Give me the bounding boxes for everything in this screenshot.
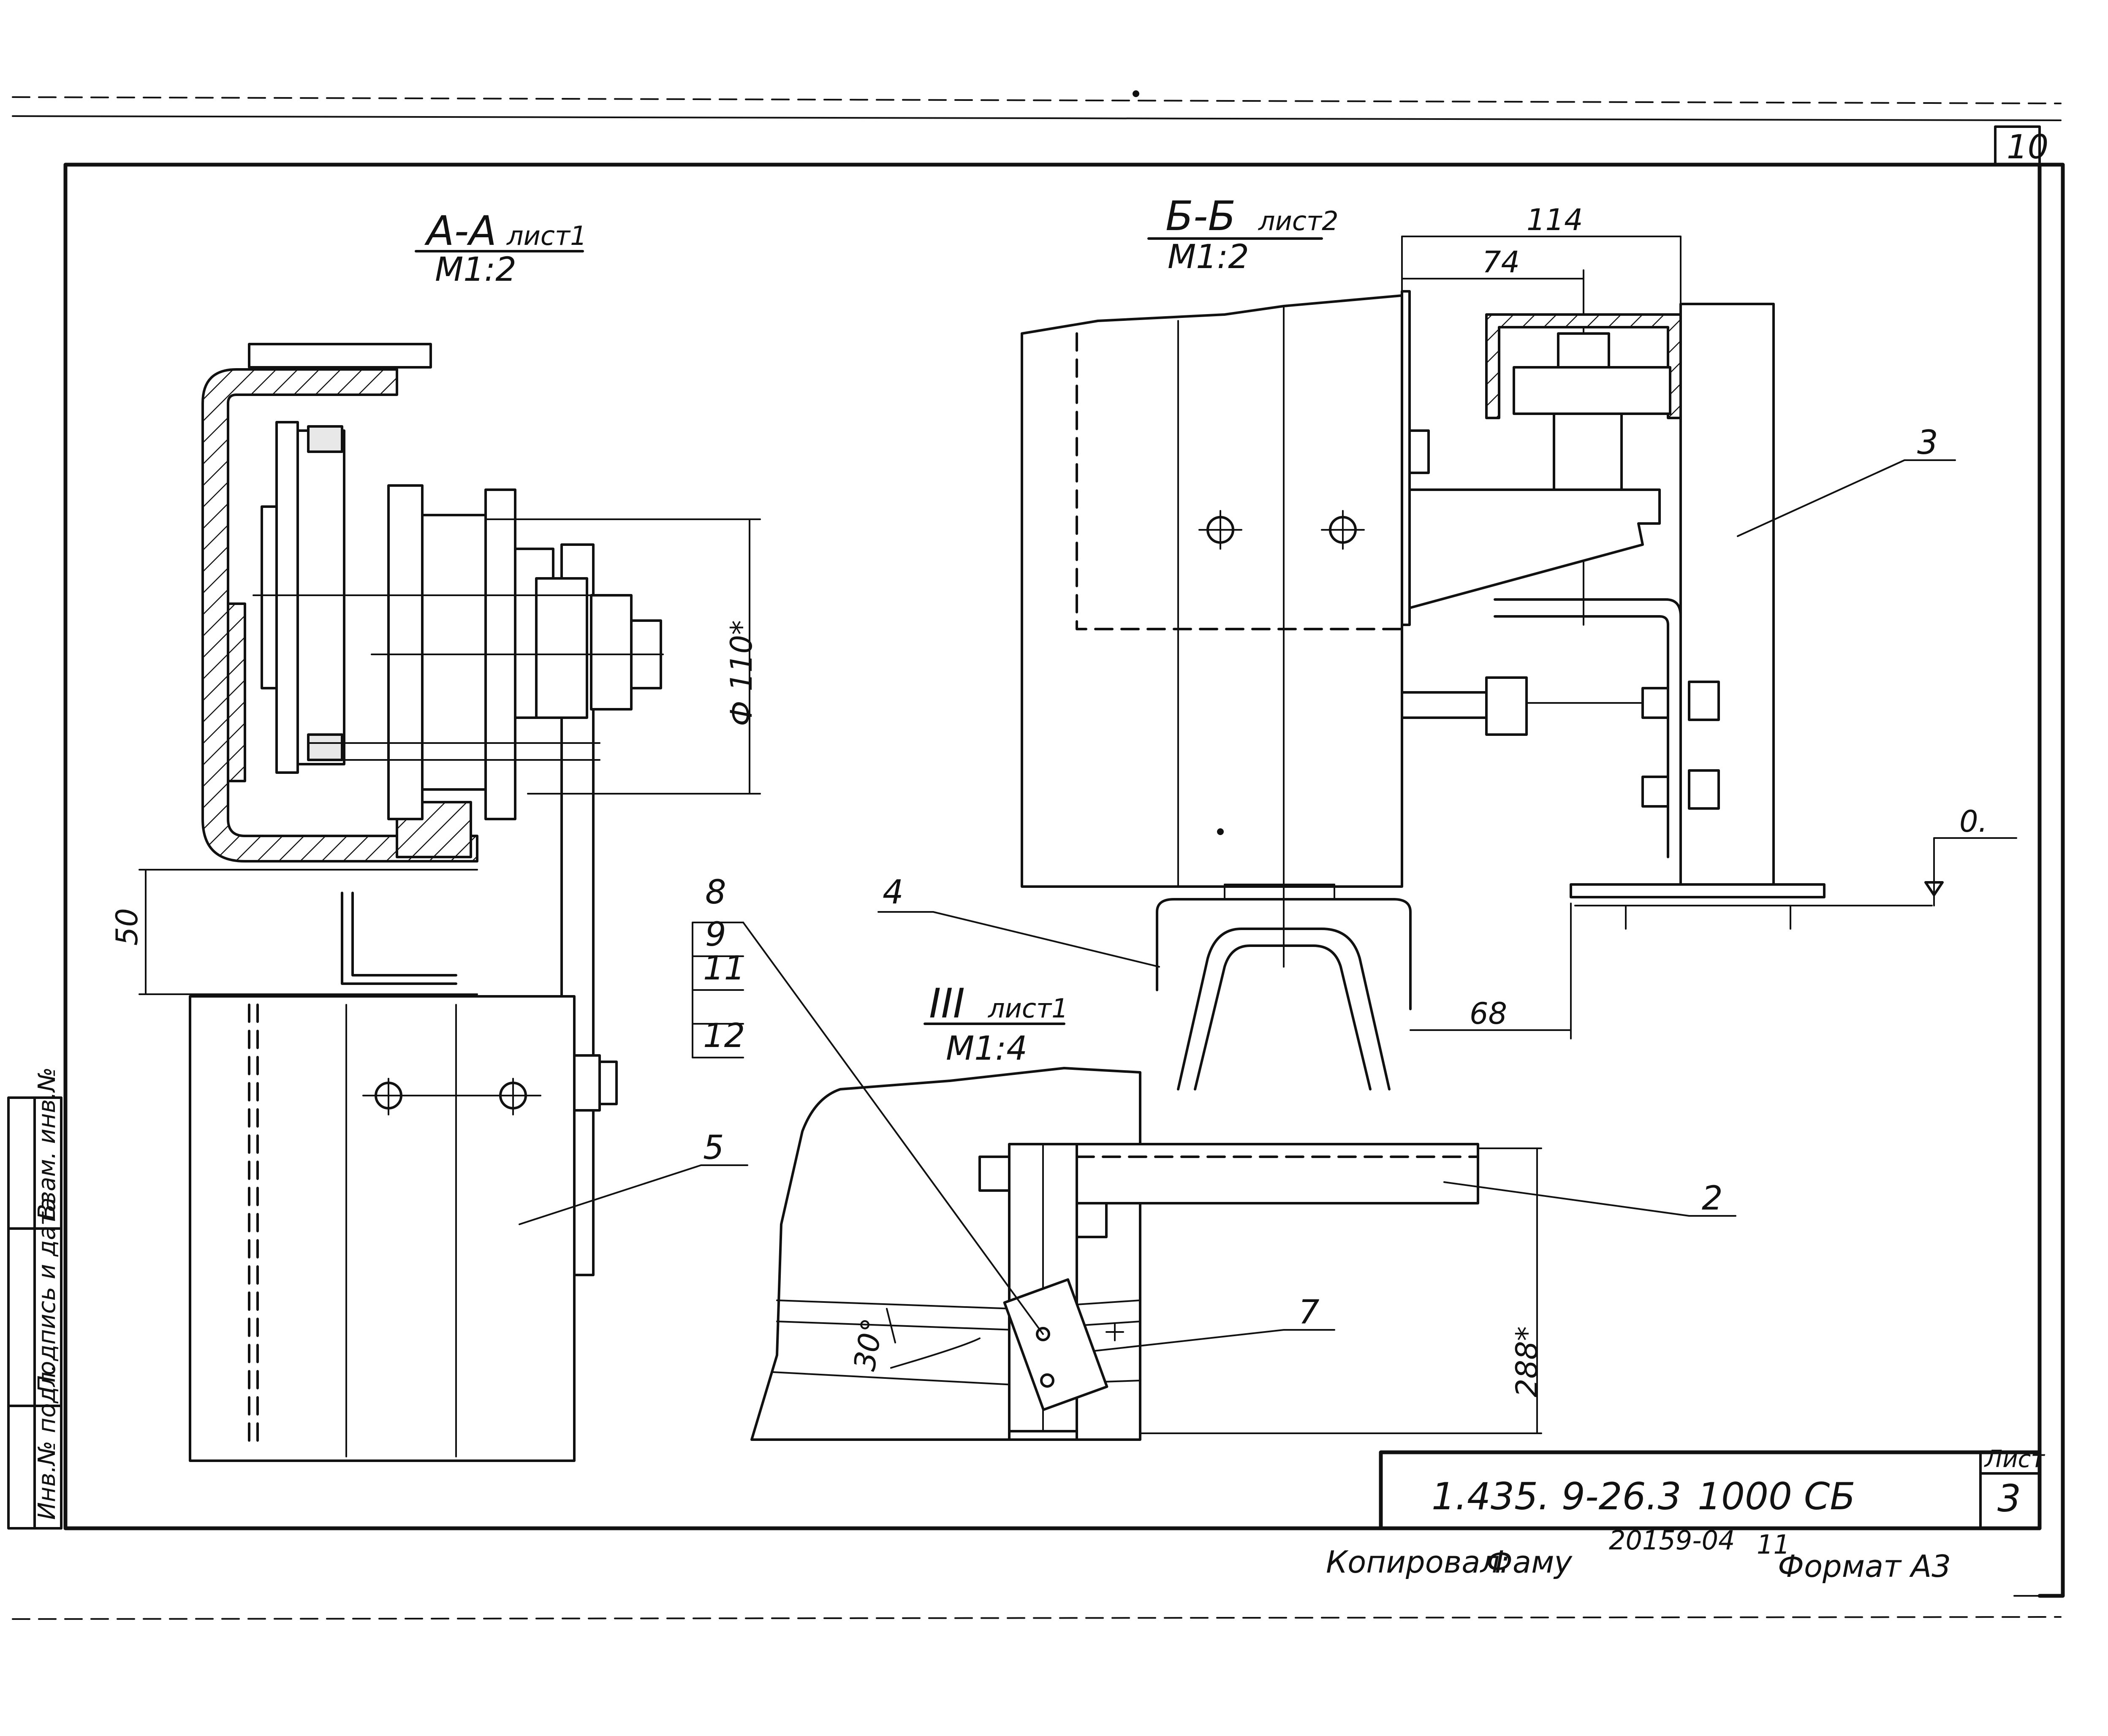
side-stamp-2: Подпись и дата (33, 1197, 61, 1393)
order-number: 20159-04 (1609, 1525, 1735, 1556)
dim-74: 74 (1482, 245, 1520, 279)
callout-stack: 8 9 11 12 (692, 873, 1044, 1335)
callout-5: 5 (703, 1129, 724, 1167)
dim-114: 114 (1527, 203, 1583, 237)
sheet-frame (63, 163, 2042, 1530)
view-aa-title: А-А (424, 207, 497, 255)
format-label: Формат А3 (1778, 1549, 1951, 1584)
view-iii-scale: М1:4 (946, 1030, 1027, 1068)
dim-68: 68 (1470, 996, 1507, 1031)
side-stamp-3: Взам. инв.№ (33, 1067, 61, 1220)
page-number-box (1994, 125, 2041, 166)
view-aa-scale: М1:2 (435, 251, 516, 289)
copy-line: Копировал: Фаму 20159-04 11 Формат А3 (1326, 1525, 1951, 1584)
dim-288: 288* (1510, 1326, 1544, 1397)
scan-edges (12, 90, 2062, 1620)
callout-12: 12 (703, 1017, 745, 1055)
dim-d110: Ф 110* (724, 620, 759, 726)
drawing-code: 1.435. 9-26.3 (1432, 1475, 1682, 1518)
callout-11: 11 (703, 949, 745, 987)
callout-3: 3 (1917, 424, 1938, 462)
page-number: 10 (2007, 128, 2048, 166)
view-iii: III лист1 М1:4 30° 288* 2 7 (750, 980, 1736, 1441)
view-aa-ref: лист1 (506, 220, 587, 251)
view-bb-ref: лист2 (1258, 206, 1339, 236)
sheet-number: 3 (1997, 1477, 2021, 1520)
view-bb-scale: М1:2 (1168, 238, 1249, 276)
callout-4: 4 (883, 873, 904, 911)
dim-50: 50 (110, 908, 144, 946)
callout-7: 7 (1298, 1294, 1320, 1332)
order-suffix: 11 (1757, 1529, 1790, 1560)
level-0: 0. (1959, 804, 1988, 839)
copied-label: Копировал: (1326, 1544, 1510, 1580)
view-iii-title: III (929, 980, 965, 1027)
callout-9: 9 (705, 916, 726, 954)
view-bb: Б-Б лист2 М1:2 114 74 (877, 193, 2017, 1090)
view-iii-ref: лист1 (988, 993, 1068, 1024)
drawing-number: 1000 СБ (1698, 1475, 1855, 1518)
callout-2: 2 (1702, 1180, 1723, 1218)
title-block: 1.435. 9-26.3 1000 СБ Лист 3 (1379, 1446, 2045, 1530)
copied-signature: Фаму (1486, 1544, 1573, 1580)
view-bb-title: Б-Б (1165, 193, 1236, 240)
view-aa: А-А лист1 М1:2 Ф 110* 50 (110, 207, 761, 1462)
sheet-label: Лист (1984, 1446, 2045, 1473)
callout-8: 8 (705, 873, 726, 911)
side-stamp-1: Инв.№ подл. (33, 1364, 61, 1520)
side-stamp: Инв.№ подл. Подпись и дата Взам. инв.№ (7, 1067, 62, 1530)
